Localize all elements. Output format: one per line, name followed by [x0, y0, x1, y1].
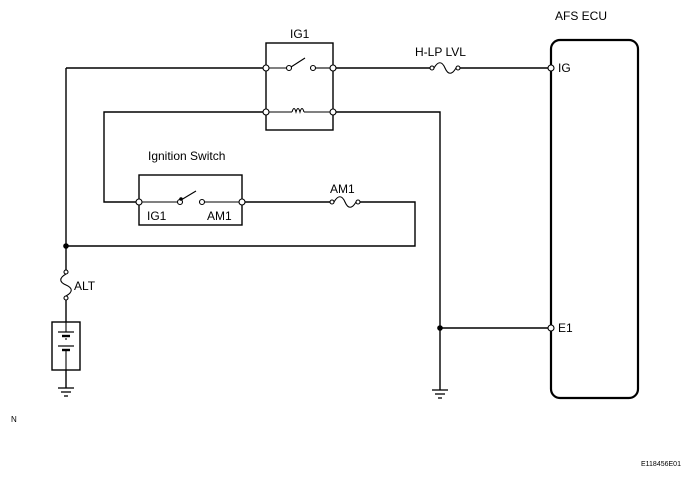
fuse-am1-icon	[333, 196, 357, 208]
fuse-alt-label: ALT	[74, 279, 96, 293]
relay-terminal-2	[329, 64, 337, 72]
fuse-hlp-end-left	[429, 65, 435, 71]
ignition-switch-title: Ignition Switch	[148, 149, 225, 163]
fuse-hlp-icon	[433, 62, 457, 74]
ecu-pin-e1-terminal	[547, 324, 555, 332]
ground-icon	[58, 387, 74, 397]
relay-contact-right	[309, 64, 317, 72]
ecu-title: AFS ECU	[555, 9, 607, 23]
battery-icon	[58, 322, 74, 370]
wire-coil-to-switch	[103, 111, 263, 203]
relay-label: IG1	[290, 27, 310, 41]
ignition-switch-terminal-right	[238, 198, 246, 206]
fuse-alt-icon	[60, 273, 72, 297]
ecu-pin-ig-terminal	[547, 64, 555, 72]
relay-contact-left	[285, 64, 293, 72]
ecu-pin-e1-label: E1	[558, 321, 573, 335]
junction-left-bus	[63, 243, 69, 249]
relay-terminal-4	[329, 108, 337, 116]
wire-coil-to-ground	[336, 111, 441, 390]
fuse-alt-end-bottom	[63, 295, 69, 301]
fuse-am1-label: AM1	[330, 182, 355, 196]
ecu-box	[549, 38, 640, 400]
wire-am1-loop	[66, 201, 416, 247]
fuse-alt-end-top	[63, 269, 69, 275]
ignition-switch-terminal-left	[135, 198, 143, 206]
relay-contact-arm	[290, 57, 306, 68]
fuse-am1-end-right	[355, 199, 361, 205]
relay-coil-icon	[291, 107, 305, 115]
fuse-hlp-label: H-LP LVL	[415, 45, 466, 59]
ignition-switch-pivot	[179, 197, 183, 201]
ecu-pin-ig-label: IG	[558, 61, 571, 75]
ignition-switch-arm	[180, 190, 197, 201]
ground-icon	[432, 389, 448, 399]
relay-box	[265, 42, 334, 131]
relay-terminal-1	[262, 64, 270, 72]
ignition-switch-terminal-right-label: AM1	[207, 209, 232, 223]
fuse-hlp-end-right	[455, 65, 461, 71]
ignition-switch-terminal-left-label: IG1	[147, 209, 167, 223]
ignition-switch-contact-right	[198, 198, 206, 206]
footer-left-mark: N	[11, 415, 17, 424]
footer-code: E118456E01	[641, 461, 681, 468]
relay-terminal-3	[262, 108, 270, 116]
fuse-am1-end-left	[329, 199, 335, 205]
